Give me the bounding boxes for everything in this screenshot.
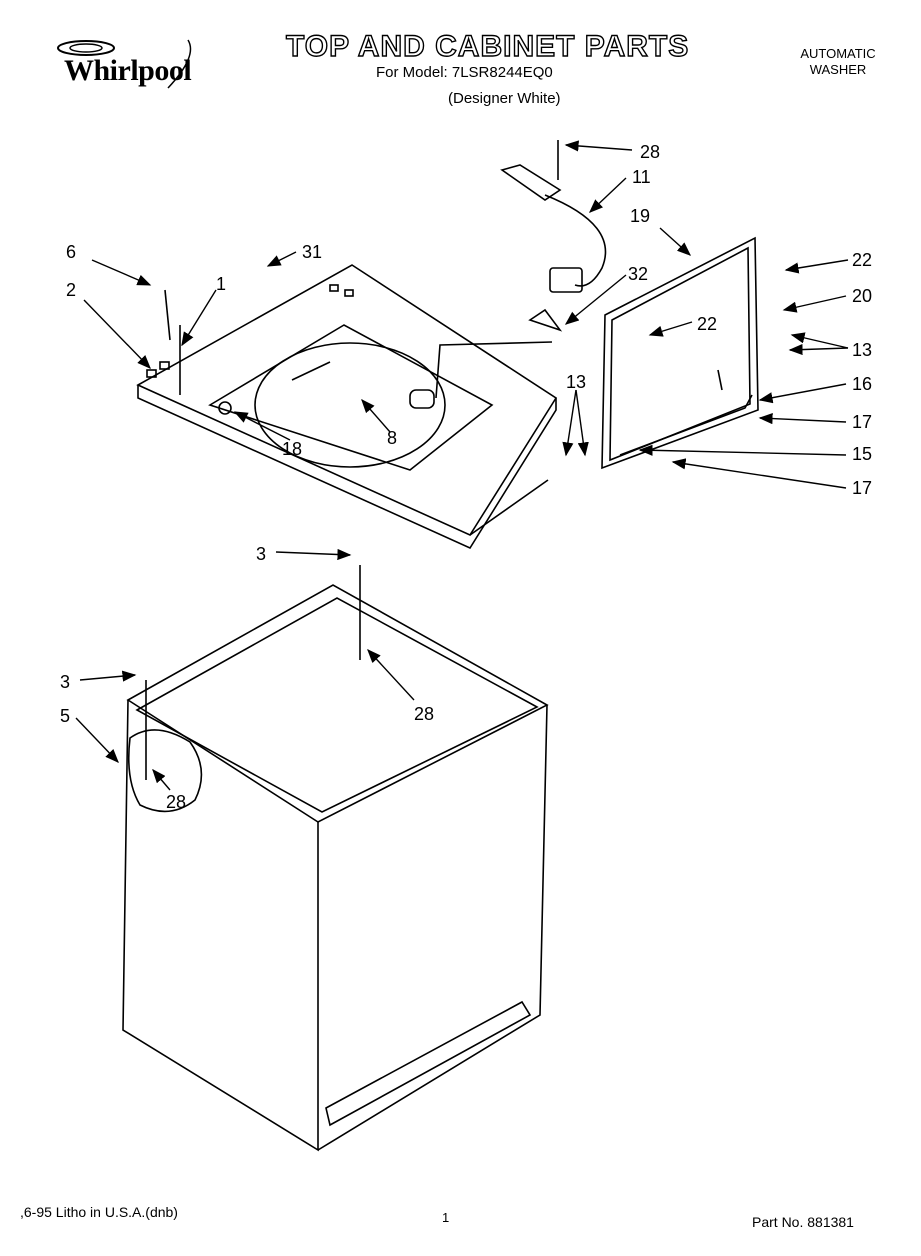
callout-label: 22 <box>852 250 872 270</box>
callout-label: 13 <box>566 372 586 392</box>
whirlpool-logo: Whirlpool <box>48 36 208 92</box>
callout-label: 19 <box>630 206 650 226</box>
part-number: Part No. 881381 <box>752 1214 854 1230</box>
callout-label: 18 <box>282 439 302 459</box>
top-panel <box>136 264 558 550</box>
callout-label: 28 <box>414 704 434 724</box>
callout-label: 15 <box>852 444 872 464</box>
callout-label: 13 <box>852 340 872 360</box>
callout-label: 32 <box>628 264 648 284</box>
callout-label: 20 <box>852 286 872 306</box>
callout-label: 28 <box>166 792 186 812</box>
clip <box>164 289 171 341</box>
cabinet <box>122 584 549 1152</box>
callout-label: 2 <box>66 280 76 300</box>
appliance-type-line: AUTOMATIC <box>800 46 876 61</box>
callout-label: 1 <box>216 274 226 294</box>
callout-label: 8 <box>387 428 397 448</box>
callout-label: 22 <box>697 314 717 334</box>
lid-assembly <box>601 236 759 470</box>
model-number: For Model: 7LSR8244EQ0 <box>376 64 553 81</box>
callout-label: 3 <box>60 672 70 692</box>
callout-label: 16 <box>852 374 872 394</box>
color-variant: (Designer White) <box>448 90 561 107</box>
appliance-type: AUTOMATIC WASHER <box>790 46 886 78</box>
page-number: 1 <box>442 1210 450 1225</box>
callout-label: 17 <box>852 478 872 498</box>
litho-note: ,6-95 Litho in U.S.A.(dnb) <box>20 1204 178 1220</box>
lid-switch-harness <box>435 164 607 399</box>
callout-label: 6 <box>66 242 76 262</box>
callout-label: 3 <box>256 544 266 564</box>
hinge-line <box>469 479 549 536</box>
page-title: TOP AND CABINET PARTS <box>285 29 690 63</box>
callout-label: 31 <box>302 242 322 262</box>
callout-label: 17 <box>852 412 872 432</box>
callout-label: 28 <box>640 142 660 162</box>
brand-name: Whirlpool <box>64 54 192 87</box>
appliance-type-line: WASHER <box>809 62 867 77</box>
callout-label: 5 <box>60 706 70 726</box>
callout-label: 11 <box>632 167 651 187</box>
